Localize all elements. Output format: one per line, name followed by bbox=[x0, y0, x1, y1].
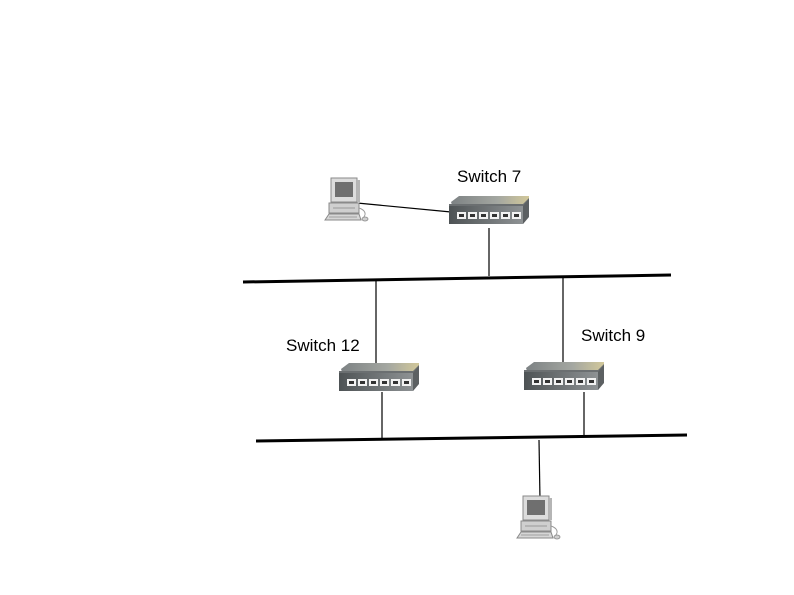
computer-2-icon bbox=[516, 495, 561, 540]
switch-9-label: Switch 9 bbox=[581, 326, 645, 345]
lower-bus-line bbox=[255, 433, 688, 443]
link-lower-bus-computer-2 bbox=[538, 439, 541, 501]
link-computer-1-switch-7 bbox=[356, 202, 452, 213]
upper-bus-line bbox=[242, 273, 672, 284]
switch-12-icon bbox=[339, 363, 419, 391]
switch-9-icon bbox=[524, 362, 604, 390]
switch-7-icon bbox=[449, 196, 529, 224]
switch-12-label: Switch 12 bbox=[286, 336, 360, 355]
switch-7-label: Switch 7 bbox=[457, 167, 521, 186]
computer-1-icon bbox=[324, 177, 369, 222]
